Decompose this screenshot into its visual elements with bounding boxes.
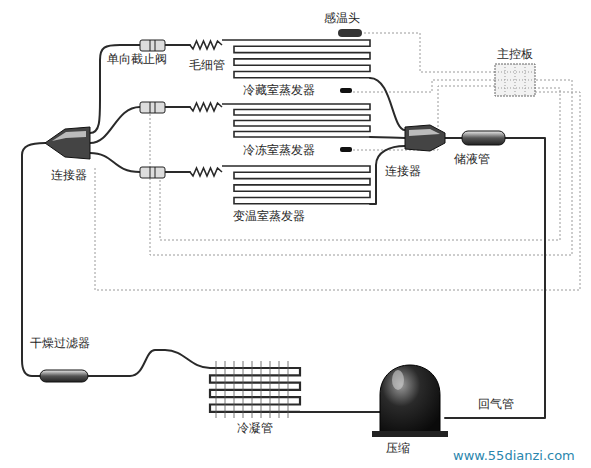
part-label: 毛细管 [188, 58, 226, 72]
condenser-wire [216, 361, 217, 418]
condenser-wire [288, 361, 289, 418]
evaporator-sensor [340, 88, 352, 152]
connector-right-shine [409, 129, 440, 136]
part-label: 连接器 [384, 164, 422, 178]
main-control-board [495, 64, 535, 96]
capillary-tube [190, 168, 222, 176]
condenser-coil [210, 368, 300, 412]
part-label: 干燥过滤器 [29, 336, 91, 350]
part-label: 连接器 [50, 168, 88, 182]
condenser-wire [234, 361, 235, 418]
evaporator-coil [222, 104, 370, 137]
condenser-wire [270, 361, 271, 418]
part-label: 压缩 [385, 441, 411, 455]
connector-left-shine [52, 131, 86, 141]
part-label: 主控板 [496, 47, 534, 61]
part-label: 单向截止阀 [106, 52, 168, 66]
condenser-wire [243, 361, 244, 418]
control-wire [95, 33, 580, 290]
capillary-tube [190, 41, 222, 49]
connector-right [405, 125, 445, 151]
watermark: www.55dianzi.com [452, 449, 576, 463]
part-label: 冷冻室蒸发器 [242, 143, 316, 157]
condenser-wire [261, 361, 262, 418]
coil [190, 40, 370, 418]
part-label: 回气管 [477, 397, 515, 411]
temperature-sensor [338, 29, 362, 37]
part-label: 冷凝管 [236, 421, 274, 435]
compressor [372, 365, 448, 437]
evaporator-coil [222, 166, 370, 204]
part-label: 储液管 [453, 152, 491, 166]
pipe [22, 45, 545, 418]
dryer-filter [40, 370, 88, 382]
evaporator-coil [222, 40, 370, 78]
condenser-wire [279, 361, 280, 418]
storage-tube [462, 131, 505, 145]
connector-left [45, 127, 90, 159]
capillary-tube [190, 103, 222, 111]
part-label: 感温头 [323, 11, 361, 25]
condenser-wire [225, 361, 226, 418]
condenser-wire [252, 361, 253, 418]
part-label: 变温室蒸发器 [232, 209, 306, 223]
part-label: 冷藏室蒸发器 [242, 83, 316, 97]
